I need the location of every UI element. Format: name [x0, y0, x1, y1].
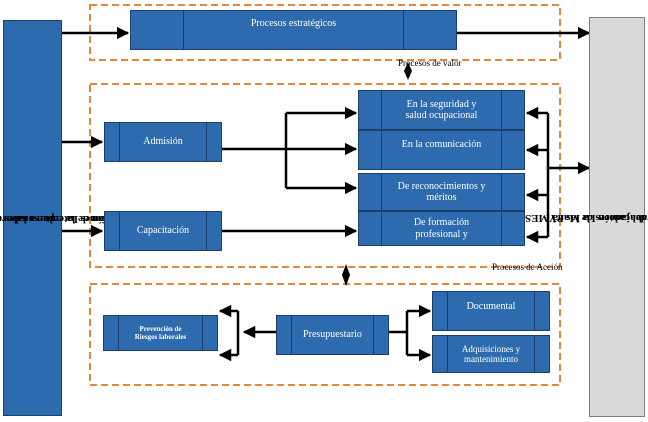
outcome-formacion-line2: profesional y — [415, 228, 468, 240]
adquisiciones-line1: Adquisiciones y — [461, 343, 521, 354]
capacitacion-label: Capacitación — [136, 225, 190, 237]
presupuestario-label: Presupuestario — [303, 329, 362, 341]
value-section-frame — [89, 83, 561, 268]
strategic-processes-label: Procesos estratégicos — [250, 18, 337, 30]
strategic-processes-box: Procesos estratégicos — [130, 10, 457, 50]
outcome-comunicacion-label: En la comunicación — [401, 139, 482, 151]
outcome-formacion-box: De formación profesional y — [358, 211, 525, 246]
outcome-seguridad-line2: salud ocupacional — [405, 110, 478, 121]
action-processes-label: Procesos de Acción — [492, 262, 563, 272]
outcome-formacion-line1: De formación — [413, 217, 470, 228]
adquisiciones-line2: mantenimiento — [464, 354, 518, 364]
left-bar: Sistematización de la cultura laboral en… — [0, 20, 165, 416]
outcome-reconocimientos-line2: méritos — [426, 192, 457, 203]
outcome-reconocimientos-box: De reconocimientos y méritos — [358, 173, 525, 211]
admision-label: Admisión — [143, 136, 183, 148]
value-processes-label: Procesos de valor — [398, 58, 462, 68]
capacitacion-box: Capacitación — [104, 211, 222, 251]
prevencion-line2: Riesgos laborales — [134, 333, 187, 341]
adquisiciones-box: Adquisiciones y mantenimiento — [432, 335, 550, 373]
diamond-middle — [342, 264, 350, 286]
prevencion-box: Prevención de Riesgos laborales — [103, 315, 218, 351]
documental-box: Documental — [432, 291, 550, 331]
documental-label: Documental — [466, 301, 516, 313]
prevencion-line1: Prevención de — [139, 324, 182, 333]
outcome-seguridad-box: En la seguridad y salud ocupacional — [358, 90, 525, 130]
outcome-seguridad-line1: En la seguridad y — [406, 98, 477, 110]
outcome-reconocimientos-line1: De reconocimientos y — [397, 180, 486, 192]
diamond-top — [404, 62, 412, 80]
right-bar: Satisfacción de los trabajadores de las … — [477, 17, 648, 417]
admision-box: Admisión — [104, 122, 222, 162]
action-section-frame — [89, 283, 561, 386]
outcome-comunicacion-box: En la comunicación — [358, 130, 525, 170]
presupuestario-box: Presupuestario — [276, 315, 389, 355]
